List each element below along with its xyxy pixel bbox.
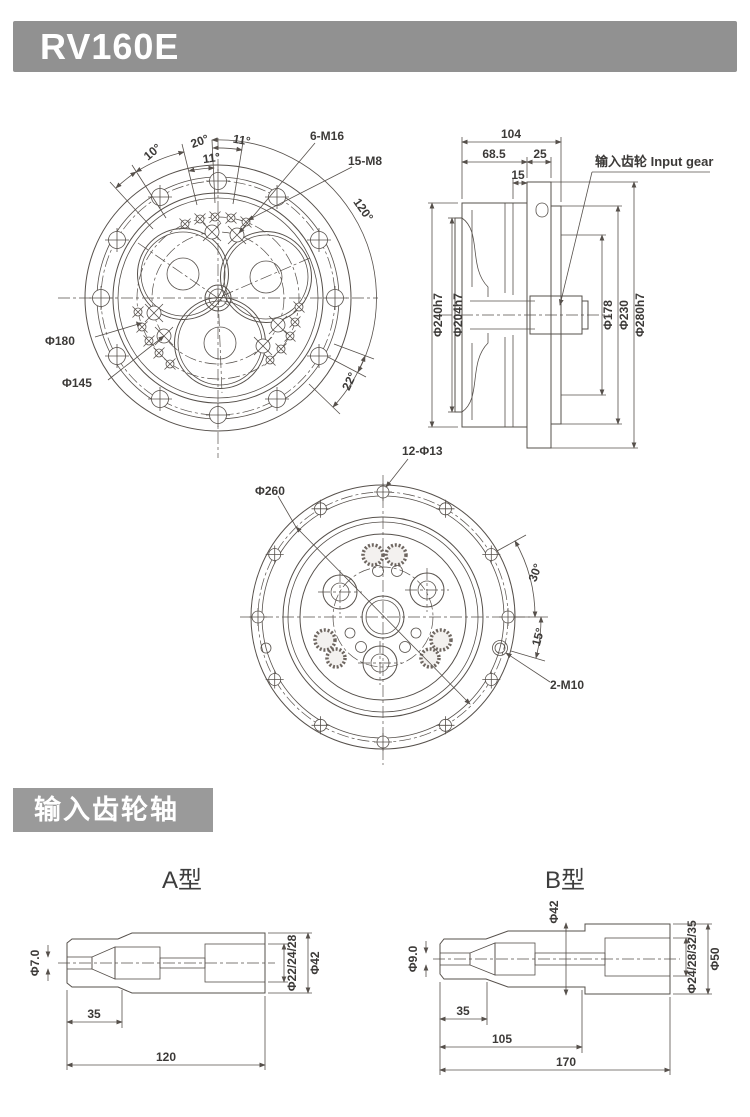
angle-10-label: 10° (141, 141, 164, 164)
dia-180-label: Φ180 (45, 334, 75, 348)
m8-holes-label: 15-M8 (348, 154, 382, 168)
dia-42b-label: Φ42 (547, 900, 561, 924)
type-b-title: B型 (544, 867, 585, 894)
angle-15-label: 15° (529, 626, 547, 647)
model-header-bar: RV160E (13, 21, 737, 72)
dia-50-label: Φ50 (708, 947, 722, 971)
angle-120-label: 120° (350, 196, 376, 225)
dim-120-label: 120 (156, 1050, 176, 1064)
input-shaft-section-title: 输入齿轮轴 (34, 795, 179, 825)
bottom-view-drawing: Φ260 12-Φ13 30° 15° 2-M10 (240, 444, 584, 765)
dim-35a-label: 35 (87, 1007, 101, 1021)
dia-204h7-label: Φ204h7 (451, 293, 465, 337)
angle-11-outer-label: 11° (232, 132, 252, 149)
dim-105-label: 105 (492, 1032, 512, 1046)
shaft-a-drawing: Φ7.0 35 120 Φ22/24/28 Φ42 (28, 932, 322, 1070)
dim-15-label: 15 (511, 168, 525, 182)
bore-b-label: Φ24/28/32/35 (685, 920, 699, 994)
dia-178-label: Φ178 (601, 300, 615, 330)
dim-25-label: 25 (533, 147, 547, 161)
angle-11-inner-label: 11° (202, 150, 221, 166)
dia-42a-label: Φ42 (308, 951, 322, 975)
side-view-top-dims: 104 68.5 25 15 (461, 127, 562, 202)
dim-68-5-label: 68.5 (482, 147, 506, 161)
side-view-body (454, 181, 589, 449)
front-view-angle-dims (94, 137, 377, 415)
dim-104-label: 104 (501, 127, 521, 141)
dim-35b-label: 35 (456, 1004, 470, 1018)
front-view-planet-gears (137, 228, 312, 394)
dia-240h7-label: Φ240h7 (431, 293, 445, 337)
m10-holes-label: 2-M10 (550, 678, 584, 692)
holes-12-13-label: 12-Φ13 (402, 444, 443, 458)
shaft-b-drawing: Φ9.0 Φ42 35 105 170 Φ24/28/32/35 Φ50 (406, 900, 722, 1075)
dia-260-label: Φ260 (255, 484, 285, 498)
input-shaft-section-header: 输入齿轮轴 (13, 788, 213, 832)
side-view-input-gear-callout: 输入齿轮 Input gear (558, 154, 713, 306)
model-title: RV160E (40, 26, 180, 67)
shaft-b-body (433, 923, 680, 995)
bottom-view-dims: Φ260 12-Φ13 30° 15° 2-M10 (255, 444, 584, 705)
shaft-a-dims: Φ7.0 35 120 Φ22/24/28 Φ42 (28, 932, 322, 1070)
angle-20-label: 20° (189, 131, 211, 150)
angle-22-label: 22° (339, 370, 359, 393)
dia-7-label: Φ7.0 (28, 949, 42, 976)
shaft-a-body (58, 932, 275, 994)
bore-a-label: Φ22/24/28 (285, 934, 299, 991)
shaft-b-dims: Φ9.0 Φ42 35 105 170 Φ24/28/32/35 Φ50 (406, 900, 722, 1075)
side-view-drawing: 104 68.5 25 15 输入齿轮 Input gear Φ240h7 Φ2… (428, 127, 713, 449)
input-gear-label: 输入齿轮 Input gear (595, 154, 713, 169)
dim-170-label: 170 (556, 1055, 576, 1069)
dia-9-label: Φ9.0 (406, 945, 420, 972)
front-view-drawing: 10° 20° 11° 11° 6-M16 15-M8 120° 22° Φ18… (45, 129, 382, 458)
m16-holes-label: 6-M16 (310, 129, 344, 143)
side-view-diameter-dims: Φ240h7 Φ204h7 Φ178 Φ230 Φ280h7 (428, 181, 647, 449)
dia-230-label: Φ230 (617, 300, 631, 330)
type-a-title: A型 (161, 867, 202, 894)
dia-280h7-label: Φ280h7 (633, 293, 647, 337)
angle-30-label: 30° (526, 562, 545, 584)
dia-145-label: Φ145 (62, 376, 92, 390)
